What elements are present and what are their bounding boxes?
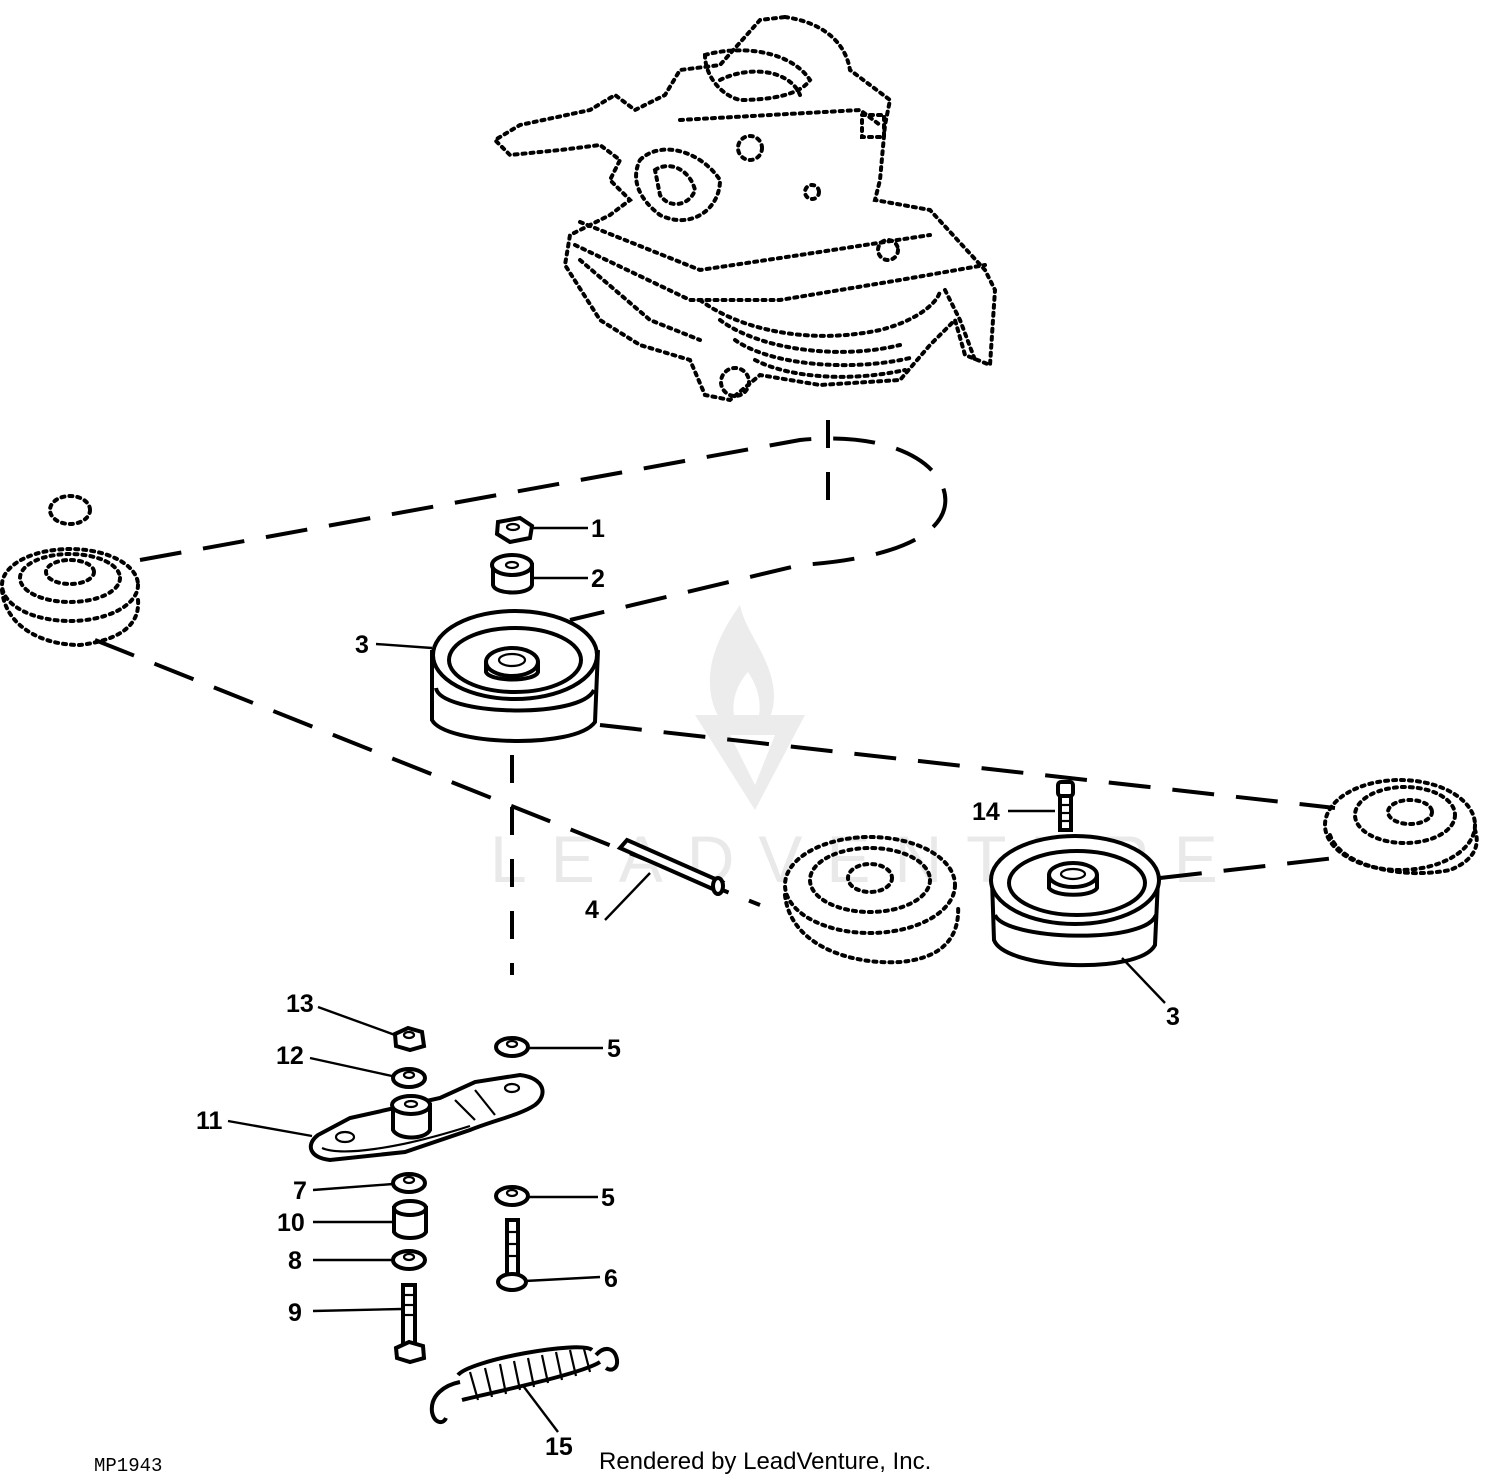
render-credit: Rendered by LeadVenture, Inc. bbox=[599, 1448, 931, 1475]
part-bolt-9 bbox=[393, 1283, 427, 1365]
engine-outline bbox=[491, 14, 998, 403]
part-bolt-6 bbox=[496, 1218, 528, 1292]
part-washer-5-upper bbox=[494, 1036, 530, 1058]
callout-3-right: 3 bbox=[1166, 1003, 1180, 1031]
right-deck-pulley bbox=[1323, 778, 1479, 876]
callouts: 1 2 3 3 4 5 5 6 7 8 9 10 11 12 13 14 15 bbox=[196, 515, 1180, 1461]
leader-lines bbox=[227, 526, 1166, 1433]
part-nut-13 bbox=[392, 1025, 427, 1053]
callout-6: 6 bbox=[604, 1265, 618, 1293]
watermark-flame-icon bbox=[709, 605, 774, 735]
callout-2: 2 bbox=[591, 565, 605, 593]
callout-3-upper: 3 bbox=[355, 631, 369, 659]
part-spacer bbox=[490, 553, 534, 595]
part-washer-7 bbox=[391, 1172, 427, 1194]
part-nut bbox=[494, 515, 535, 545]
callout-7: 7 bbox=[293, 1177, 307, 1205]
callout-5-lower: 5 bbox=[601, 1184, 615, 1212]
part-washer-8 bbox=[391, 1249, 427, 1271]
part-washer-12 bbox=[391, 1067, 427, 1089]
part-bolt-14 bbox=[1056, 780, 1075, 832]
part-idler-pulley-right bbox=[989, 834, 1161, 968]
callout-1: 1 bbox=[591, 515, 605, 543]
part-pin bbox=[616, 837, 726, 896]
callout-15: 15 bbox=[545, 1433, 573, 1461]
left-deck-pulley bbox=[0, 494, 141, 648]
watermark-v-icon bbox=[695, 715, 805, 810]
callout-4: 4 bbox=[585, 896, 599, 924]
callout-9: 9 bbox=[288, 1299, 302, 1327]
part-idler-pulley-upper bbox=[430, 609, 600, 743]
callout-8: 8 bbox=[288, 1247, 302, 1275]
callout-11: 11 bbox=[196, 1107, 223, 1135]
figure-code: MP1943 bbox=[94, 1455, 162, 1477]
callout-5-upper: 5 bbox=[607, 1035, 621, 1063]
part-idler-arm bbox=[308, 1072, 545, 1163]
part-washer-5-lower bbox=[494, 1185, 530, 1207]
part-bushing-10 bbox=[392, 1199, 428, 1240]
callout-13: 13 bbox=[286, 990, 314, 1018]
callout-14: 14 bbox=[972, 798, 1000, 826]
center-deck-pulley bbox=[783, 835, 961, 965]
part-spring-15 bbox=[429, 1345, 620, 1425]
callout-12: 12 bbox=[276, 1042, 304, 1070]
callout-10: 10 bbox=[277, 1209, 305, 1237]
